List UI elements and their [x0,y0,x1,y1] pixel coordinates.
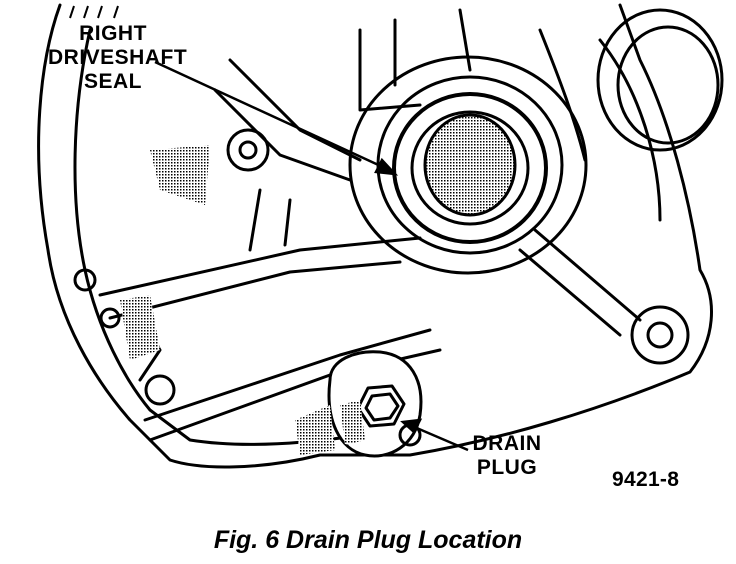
seal-bore [423,113,517,217]
hatch-mark-2 [83,5,89,19]
mount-hole-right [646,321,674,349]
upper-right-bore-inner [616,25,720,145]
seal-housing-outer [348,55,588,275]
shaded-area-lower [295,405,335,455]
drain-label-line-1: DRAIN [472,432,542,455]
drain-plug-label: DRAIN PLUG [462,432,552,480]
figure-caption: Fig. 6 Drain Plug Location [213,526,523,554]
seal-leader-line [154,60,386,170]
mount-boss-right [630,305,690,365]
shaded-area-left [120,295,160,360]
case-rib-8 [518,248,622,337]
mount-hole-upper [238,140,258,160]
upper-right-bore-outer [596,8,724,152]
transaxle-case-illustration [37,3,724,469]
shaded-area-upper [150,145,210,205]
case-rib-11 [248,188,262,252]
seal-label-line-1: RIGHT [79,22,147,45]
mount-boss-upper [226,128,270,172]
right-driveshaft-seal-label: RIGHT DRIVESHAFT SEAL [48,22,188,94]
drain-leader-arrowhead [400,418,423,435]
mount-boss-left [73,268,97,292]
mount-boss-left-lower [99,307,121,329]
mount-boss-bottom [144,374,176,406]
hatch-mark-3 [97,5,103,19]
seal-label-line-2: DRIVESHAFT [48,46,188,69]
case-rib-10 [598,38,662,222]
hatch-mark-1 [69,5,75,19]
case-rib-2 [108,260,402,320]
case-rib-16 [458,8,472,72]
case-inner-outline [73,28,357,446]
seal-lip [410,110,530,226]
case-rib-9 [538,28,587,162]
case-rib-1 [98,236,422,297]
case-rib-6 [213,88,352,182]
case-outer-outline [37,3,713,469]
case-rib-3 [143,328,432,422]
case-rib-12 [283,198,292,247]
drain-leader-line [411,424,469,452]
figure-number: 9421-8 [612,468,680,491]
drain-label-line-2: PLUG [476,456,538,479]
seal-label-line-3: SEAL [83,70,142,93]
case-rib-7 [533,228,642,322]
hatch-mark-4 [113,5,119,19]
case-rib-5 [228,58,362,162]
shaded-area-boss [340,400,365,445]
drain-plug-hex-inner [364,392,400,422]
right-driveshaft-seal [392,92,548,244]
seal-leader-arrowhead [374,157,399,176]
